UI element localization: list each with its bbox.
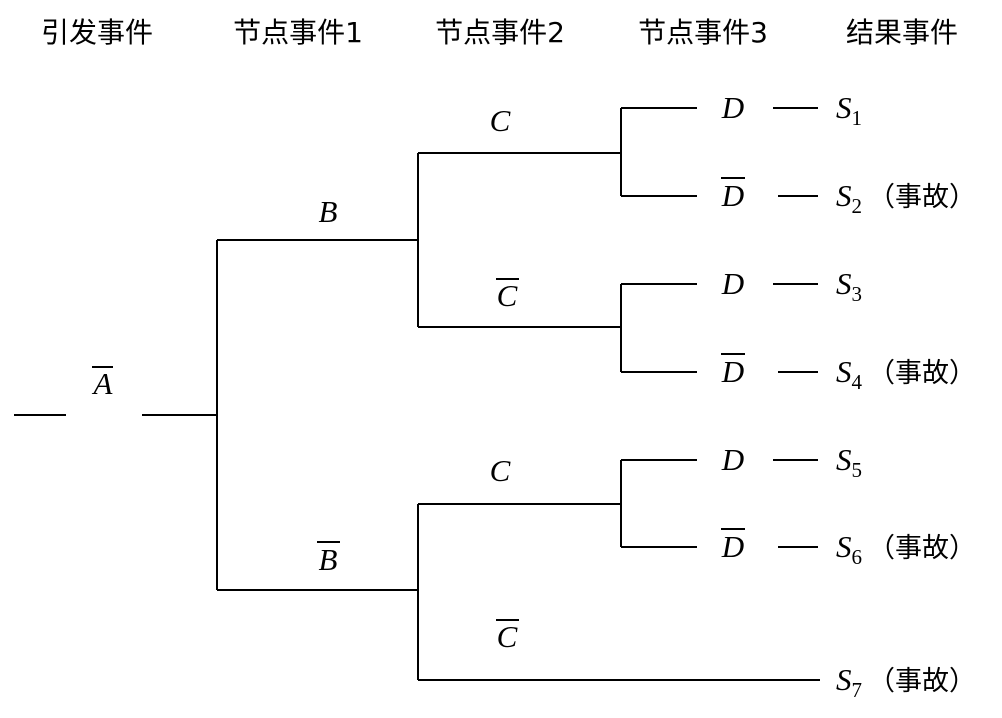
label-b-bar: B bbox=[319, 542, 338, 577]
result-s3-index: 3 bbox=[852, 282, 863, 306]
header-node-event-1: 节点事件1 bbox=[233, 16, 363, 49]
header-result-event: 结果事件 bbox=[846, 16, 958, 49]
result-s2-accident: （事故） bbox=[868, 182, 976, 213]
label-c-1: C bbox=[490, 103, 511, 138]
label-d-3: D bbox=[721, 442, 744, 477]
result-s3: S3 bbox=[836, 266, 862, 306]
result-s5: S5 bbox=[836, 442, 862, 482]
result-s7: S7 bbox=[836, 662, 862, 702]
result-s2: S2 bbox=[836, 178, 862, 218]
result-s6-accident: （事故） bbox=[868, 533, 976, 564]
label-c-bar-2: C bbox=[497, 619, 518, 654]
header-node-event-2: 节点事件2 bbox=[435, 16, 565, 49]
result-s4-accident: （事故） bbox=[868, 358, 976, 389]
result-s5-index: 5 bbox=[852, 458, 863, 482]
result-s6-index: 6 bbox=[852, 545, 863, 569]
label-d-1: D bbox=[721, 90, 744, 125]
label-c-2: C bbox=[490, 453, 511, 488]
result-s2-index: 2 bbox=[852, 194, 863, 218]
label-b: B bbox=[319, 194, 338, 229]
result-s1-index: 1 bbox=[852, 106, 863, 130]
label-d-2: D bbox=[721, 266, 744, 301]
result-s7-accident: （事故） bbox=[868, 666, 976, 697]
header-initiating-event: 引发事件 bbox=[41, 16, 153, 49]
label-c-bar-1: C bbox=[497, 278, 518, 313]
header-node-event-3: 节点事件3 bbox=[638, 16, 768, 49]
result-s6: S6 bbox=[836, 529, 862, 569]
label-d-bar-2: D bbox=[721, 354, 744, 389]
result-s1: S1 bbox=[836, 90, 862, 130]
result-s7-index: 7 bbox=[852, 678, 863, 702]
label-d-bar-3: D bbox=[721, 529, 744, 564]
result-s4: S4 bbox=[836, 354, 863, 394]
result-s4-index: 4 bbox=[852, 370, 863, 394]
root-label: A bbox=[92, 366, 114, 401]
label-d-bar-1: D bbox=[721, 178, 744, 213]
